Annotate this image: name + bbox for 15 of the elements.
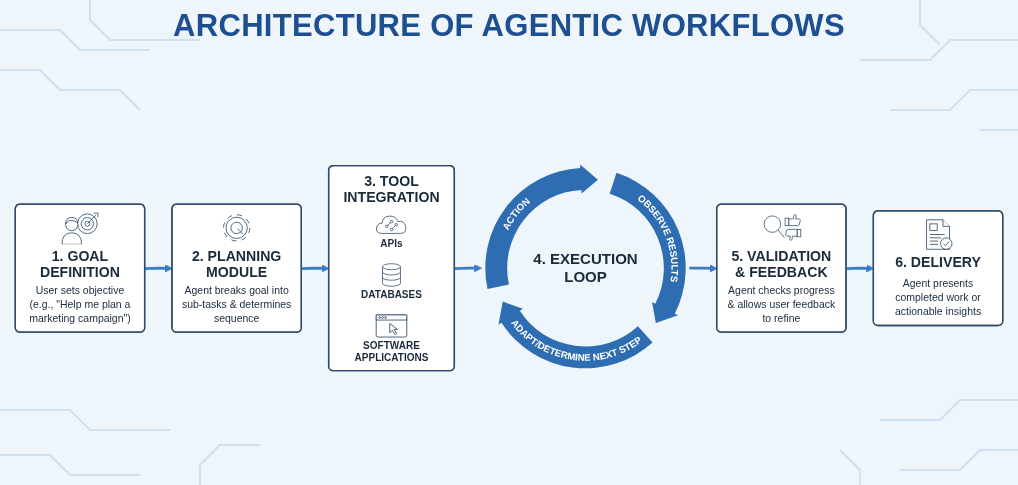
title: ARCHITECTURE OF AGENTIC WORKFLOWS [173, 8, 845, 44]
step-title: 1. GOAL DEFINITION [38, 247, 121, 281]
step-description: Agent checks progress & allows user feedback to refine [726, 283, 837, 325]
tool-label: SOFTWARE APPLICATIONS [353, 339, 430, 364]
step-description: Agent presents completed work or actionable insights [893, 277, 983, 318]
tool-label: DATABASES [360, 288, 423, 301]
arrow [454, 264, 483, 272]
step-title: 3. TOOL INTEGRATION [342, 172, 441, 206]
step-description: Agent breaks goal into sub-tasks & determines sequence [180, 283, 293, 325]
step-title: 5. VALIDATION & FEEDBACK [730, 247, 833, 281]
step-title: 2. PLANNING MODULE [190, 247, 283, 281]
step-title: 6. DELIVERY [894, 254, 982, 271]
tool-label: APIs [379, 237, 404, 250]
step-title: 4. EXECUTION LOOP [532, 249, 639, 287]
step-description: User sets objective (e.g., "Help me plan a marketing campaign") [28, 283, 132, 325]
